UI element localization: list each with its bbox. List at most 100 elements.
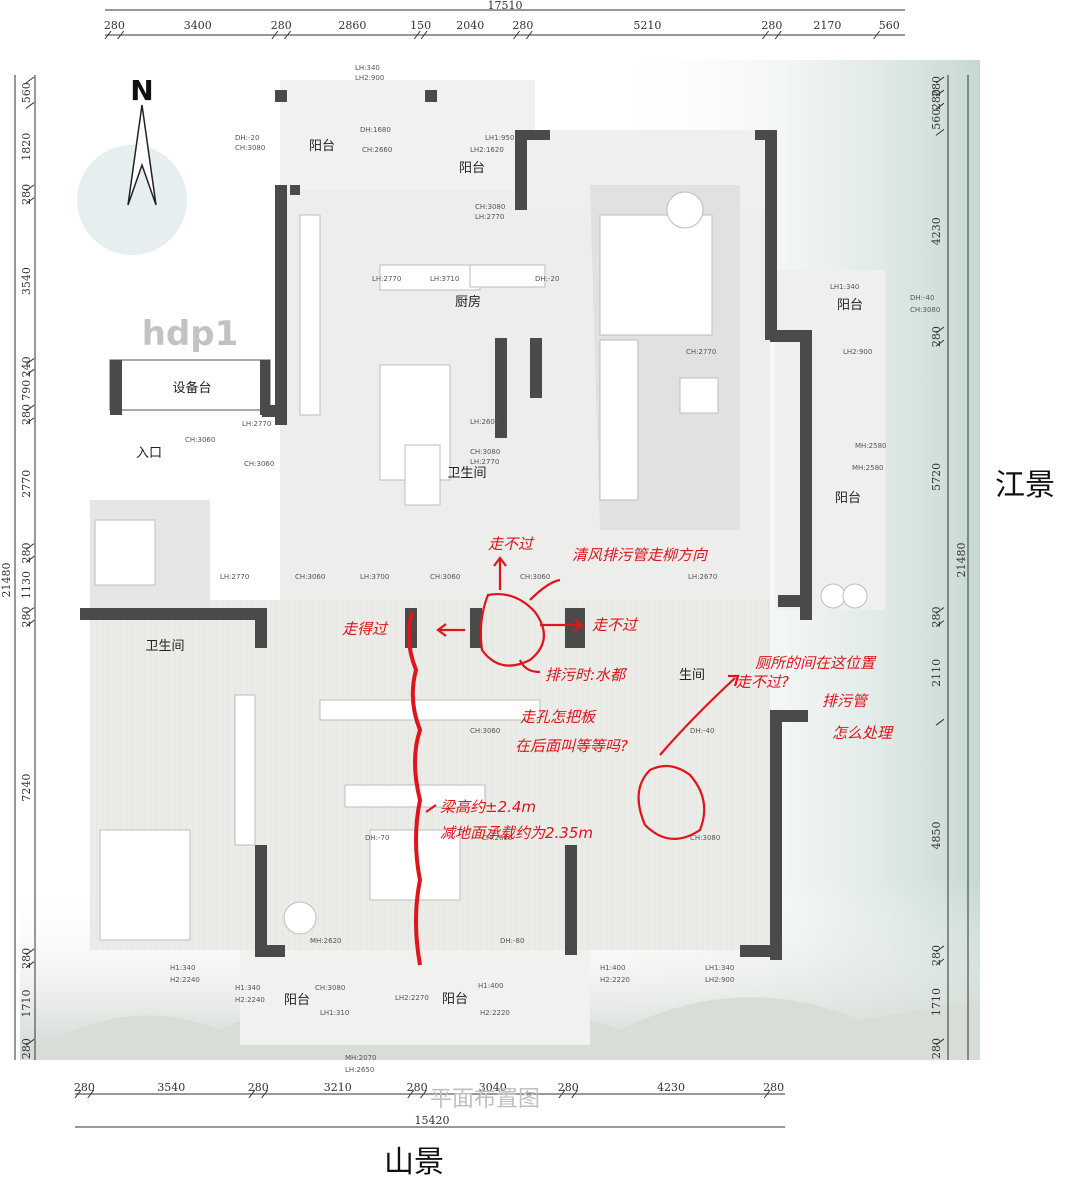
dimension-tick [25,358,35,365]
room-label: 阳台 [459,161,485,176]
ceiling-height-label: CH:3080 [235,144,265,152]
dimension-value: 5210 [633,19,661,32]
ceiling-height-label: LH1:340 [705,964,734,972]
logo: hdp1 [142,314,239,354]
dimension-tick [873,30,881,40]
dimension-value: 3540 [157,1081,185,1094]
dimension-tick [284,30,291,40]
ceiling-height-label: CH:3060 [520,573,550,581]
room-label: 卫生间 [145,639,184,654]
dimension-tick [935,1038,945,1046]
dimension-tick [74,1089,82,1099]
dimension-value: 3210 [324,1081,352,1094]
ceiling-height-label: LH:2670 [688,573,717,581]
dimension-value: 1710 [930,988,943,1016]
dimension-tick [420,30,428,40]
dimension-value: 3040 [479,1081,507,1094]
north-label: N [130,74,153,107]
ceiling-height-label: LH2:1620 [470,146,504,154]
dimension-value: 560 [879,19,900,32]
ceiling-height-label: LH:2770 [242,420,271,428]
annotation-text: 排污时:水都 [545,666,628,684]
dimension-value: 280 [930,89,943,110]
ceiling-height-label: H1:340 [170,964,195,972]
ceiling-height-label: H2:2220 [480,1009,510,1017]
right-dimensions: 2802805604230280572028021104850280171028… [930,76,945,1059]
ceiling-height-label: CH:3080 [690,834,720,842]
dimension-value: 280 [271,19,292,32]
annotation-text: 走不过 [592,616,639,634]
ceiling-height-label: H2:2240 [170,976,200,984]
dimension-value: 3540 [20,267,33,295]
dimension-tick [935,76,945,84]
dimension-value: 7240 [20,774,33,802]
dimension-value: 280 [104,19,125,32]
ceiling-height-label: CH:3060 [295,573,325,581]
room-label: 阳台 [835,491,861,506]
ceiling-height-label: LH:3700 [360,573,389,581]
room-label: 生间 [679,668,705,683]
dimension-value: 280 [930,607,943,628]
ceiling-height-label: MH:2620 [310,937,341,945]
top-total-dimension: 17510 [488,0,523,12]
arrow-head [436,623,447,637]
dimension-tick [25,417,35,425]
dimension-value: 280 [512,19,533,32]
dimension-value: 280 [20,542,33,563]
dimension-tick [763,1089,771,1099]
dimension-tick [25,368,35,376]
ceiling-height-label: LH:2770 [220,573,249,581]
dimension-tick [525,30,533,40]
room-label: 阳台 [309,139,335,154]
annotation-text: 梁高约±2.4m [440,798,536,816]
dimension-tick [25,1038,35,1046]
dimension-tick [935,339,945,347]
ceiling-height-label: LH1:310 [320,1009,349,1017]
annotation-texts: 走不过 清风排污管走柳方向 走得过 走不过 排污时:水都 走不过? 走孔怎把板 … [342,535,894,842]
ceiling-height-label: LH1:950 [485,134,514,142]
dimension-value: 4230 [930,217,943,245]
river-view-label: 江景 [995,468,1055,503]
dimension-value: 280 [20,184,33,205]
annotation-text: 走得过 [342,620,389,638]
ceiling-height-labels: LH:340LH2:900DH:-20CH:3080DH:1680CH:2660… [170,64,940,1074]
dimension-tick [571,1089,579,1099]
dimension-value: 1130 [20,571,33,599]
ceiling-height-label: DH:-80 [500,937,524,945]
annotation-text: 怎么处理 [832,724,894,742]
ceiling-height-label: DH:1680 [360,126,391,134]
ceiling-height-label: CH:3060 [470,727,500,735]
ceiling-height-label: LH:2600 [470,418,499,426]
dimension-tick [25,543,35,551]
dimension-value: 1710 [20,989,33,1017]
dimension-tick [413,30,421,40]
ceiling-height-label: MH:2580 [855,442,886,450]
dimension-tick [935,945,945,953]
mountain-view-label: 山景 [384,1145,444,1175]
dimension-tick [87,1089,95,1099]
dimension-tick [117,30,125,40]
section-line [406,611,423,966]
ceiling-height-label: LH2:900 [705,976,734,984]
dimension-value: 280 [930,76,943,97]
arrow-head [493,556,507,567]
dimension-tick [935,326,945,334]
ceiling-height-label: LH2:900 [843,348,872,356]
dimension-tick [25,607,35,615]
drawing-title: 平面布置图 [430,1087,540,1112]
ceiling-height-label: LH:340 [355,64,380,72]
arrow-line [529,578,561,601]
dimension-tick [104,30,112,40]
bottom-total-dimension: 15420 [415,1114,450,1127]
right-total-dimension: 21480 [955,543,968,578]
ceiling-height-label: DH:-40 [690,727,714,735]
ceiling-height-label: LH2:900 [355,74,384,82]
ceiling-height-label: LH:2650 [345,1066,374,1074]
dimension-value: 5720 [930,463,943,491]
dimension-value: 240 [20,356,33,377]
ceiling-height-label: CH:3080 [315,984,345,992]
ceiling-height-label: CH:3060 [430,573,460,581]
